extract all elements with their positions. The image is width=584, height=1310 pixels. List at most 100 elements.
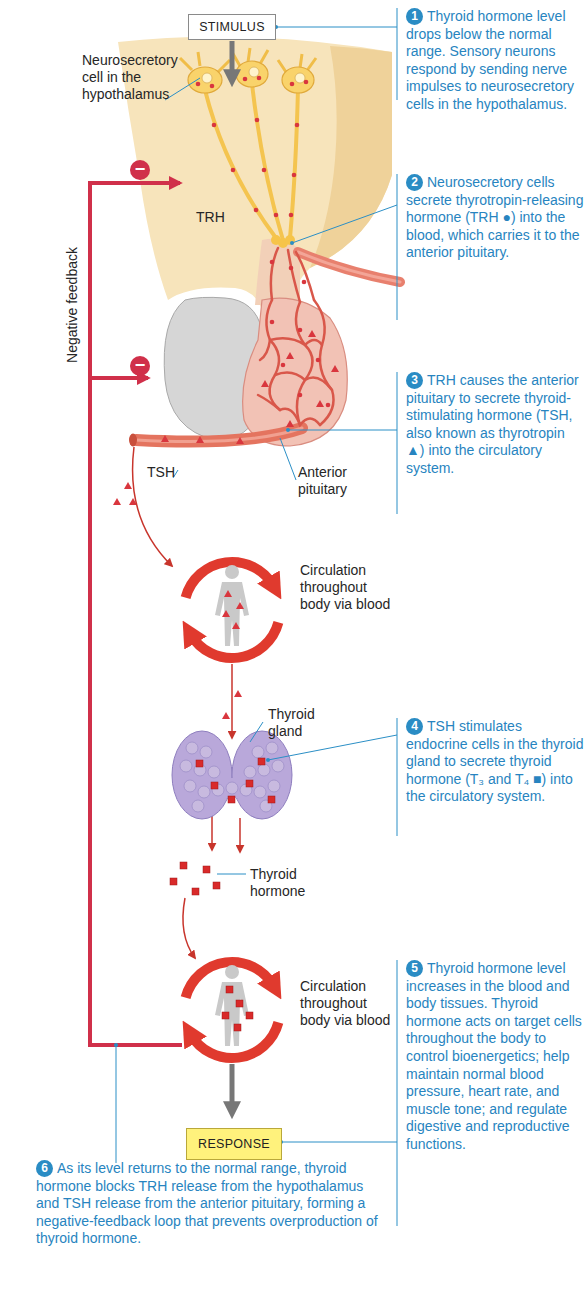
thyroid-gland	[226, 782, 238, 794]
circulation-ring	[186, 962, 274, 998]
thyroid-hormone-molecule	[213, 882, 220, 889]
thyroid-hormone-molecule	[192, 888, 199, 895]
trh-molecule	[289, 266, 294, 271]
trh-molecule	[270, 320, 275, 325]
leader-line	[276, 27, 397, 28]
trh-molecule	[289, 213, 294, 218]
leader-line	[116, 1045, 117, 1163]
tsh-molecule	[261, 380, 269, 387]
trh-molecule	[212, 123, 217, 128]
thyroid-hormone-molecule	[203, 866, 210, 873]
thyroid-gland	[254, 786, 266, 798]
hormone-label: Thyroid hormone	[250, 866, 322, 900]
callout-number: 1	[406, 8, 423, 25]
callout-text: Neurosecretory cells secrete thyrotropin…	[406, 174, 583, 260]
thyroid-gland	[258, 764, 270, 776]
portal-capillary	[258, 395, 280, 410]
trh-molecule	[270, 260, 275, 265]
body-silhouette	[215, 965, 249, 1046]
thyroid-hormone-molecule	[180, 862, 187, 869]
blood-vessel	[136, 428, 302, 442]
blood-vessel	[129, 252, 400, 447]
trh-molecule	[254, 208, 259, 213]
body-silhouette	[215, 982, 249, 1046]
thyroid-hormone-molecule	[228, 796, 235, 803]
flow-arrow	[231, 664, 233, 738]
thyroid-hormone-molecule	[234, 1024, 241, 1031]
trh-molecule	[298, 328, 303, 333]
trh-molecule	[302, 280, 307, 285]
leader-line	[116, 8, 397, 1226]
body-silhouette	[215, 582, 249, 646]
trh-molecule	[281, 363, 286, 368]
tsh-molecule	[286, 420, 294, 427]
callout-text: TRH causes the anterior pituitary to sec…	[406, 372, 579, 476]
flow-arrow	[211, 816, 213, 850]
hormone-label: TSH	[147, 464, 175, 481]
thyroid-hormone-molecule	[222, 1012, 229, 1019]
callout-block: 4TSH stimulates endocrine cells in the t…	[406, 718, 584, 806]
leader-dot	[286, 428, 290, 432]
leader-line	[397, 372, 398, 514]
circulation-ring	[186, 562, 279, 658]
flow-arrow	[133, 447, 240, 958]
leader-line	[217, 874, 246, 875]
portal-capillary	[258, 248, 334, 425]
flow-arrow	[239, 818, 241, 852]
process-arrow	[230, 41, 235, 80]
leader-line	[397, 718, 398, 836]
callout-number: 3	[406, 372, 423, 389]
trh-molecule	[290, 82, 295, 87]
response-box: RESPONSE	[186, 1128, 282, 1160]
leader-line	[292, 205, 397, 243]
tsh-molecule	[124, 482, 132, 489]
node-text: RESPONSE	[198, 1137, 270, 1151]
thyroid-hormone-molecule	[268, 796, 275, 803]
trh-molecule	[274, 213, 279, 218]
neurosecretory-cell	[295, 73, 305, 83]
flow-arrow	[183, 898, 195, 958]
circulation-label: Circulation throughout body via blood	[300, 562, 395, 613]
thyroid-gland	[180, 760, 192, 772]
tsh-molecule	[161, 435, 169, 442]
portal-capillary	[280, 409, 320, 425]
feedback-line	[90, 183, 182, 1045]
thyroid-gland	[198, 786, 210, 798]
thyroid-gland	[266, 742, 278, 754]
hormone-label: TRH	[196, 209, 225, 226]
thyroid-gland	[232, 731, 292, 819]
circulation-ring	[186, 962, 279, 1058]
thyroid-hormone-molecule	[226, 986, 233, 993]
portal-capillary	[266, 300, 280, 410]
trh-molecule	[262, 168, 267, 173]
thyroid-gland	[186, 742, 198, 754]
thyroid-gland	[172, 731, 232, 819]
pituitary-stalk	[255, 239, 300, 305]
part-label: Anterior pituitary	[298, 464, 378, 498]
leader-line	[288, 430, 397, 431]
blood-vessel	[298, 252, 400, 282]
trh-molecule	[295, 123, 300, 128]
trh-molecule	[231, 168, 236, 173]
blood-vessel	[129, 434, 137, 447]
stimulus-box: STIMULUS	[188, 14, 276, 40]
thyroid-hormone-molecule	[246, 1012, 253, 1019]
portal-capillary	[296, 302, 313, 425]
thyroid-gland	[192, 800, 204, 812]
thyroid-gland	[184, 780, 196, 792]
trh-molecule	[298, 393, 303, 398]
thyroid-hormone-molecule	[196, 760, 203, 767]
body-silhouette	[225, 965, 239, 979]
leader-line	[281, 1142, 397, 1143]
neurosecretory-cell	[202, 73, 212, 83]
thyroid-gland	[172, 731, 292, 819]
tsh-molecule	[234, 690, 242, 697]
thyroid-gland	[180, 742, 284, 812]
portal-capillary	[296, 252, 314, 300]
trh-molecule	[292, 173, 297, 178]
callout-text: TSH stimulates endocrine cells in the th…	[406, 718, 583, 804]
callout-number: 5	[406, 960, 423, 977]
tsh-molecule	[196, 436, 204, 443]
thyroid-hormone-molecule	[170, 878, 177, 885]
